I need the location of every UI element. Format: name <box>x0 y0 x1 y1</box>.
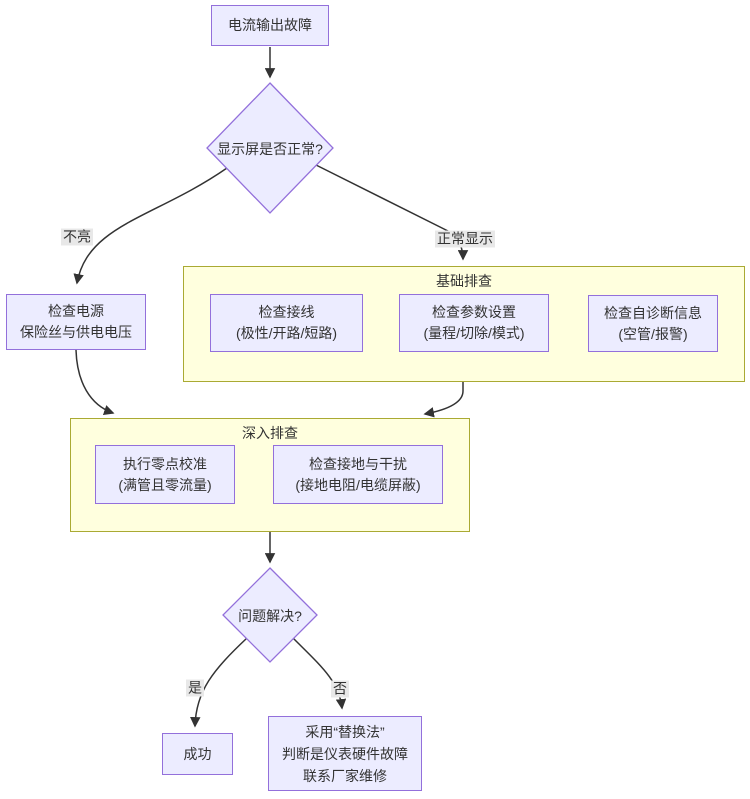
edge-label-normal: 正常显示 <box>435 230 495 248</box>
node-display-check-label: 显示屏是否正常? <box>217 141 323 157</box>
node-check-grounding-line2: (接地电阻/电缆屏蔽) <box>295 476 421 493</box>
node-check-wiring-line2: (极性/开路/短路) <box>235 325 338 341</box>
node-problem-solved-label: 问题解决? <box>238 608 302 624</box>
node-check-params: 检查参数设置 (量程/切除/模式) <box>399 294 549 352</box>
node-replacement-line3: 联系厂家维修 <box>303 767 387 784</box>
node-check-power: 检查电源 保险丝与供电电压 <box>6 294 146 350</box>
edge-problem-solved-to-success <box>190 637 248 728</box>
node-check-diagnostics: 检查自诊断信息 (空管/报警) <box>588 295 718 352</box>
problem-solved-diamond-shape <box>222 567 318 663</box>
edge-display-check-to-power <box>73 167 228 285</box>
node-check-params-line1: 检查参数设置 <box>432 304 516 320</box>
node-success: 成功 <box>162 733 233 775</box>
node-replacement-line1: 采用“替换法” <box>305 723 385 740</box>
edge-basic-to-deep <box>423 382 464 418</box>
node-check-wiring: 检查接线 (极性/开路/短路) <box>210 294 363 352</box>
node-zero-calibration-line1: 执行零点校准 <box>123 455 207 472</box>
node-check-power-line1: 检查电源 <box>48 303 104 319</box>
node-check-diagnostics-line2: (空管/报警) <box>618 325 688 342</box>
node-check-grounding: 检查接地与干扰 (接地电阻/电缆屏蔽) <box>273 445 443 504</box>
edge-problem-solved-to-replacement <box>292 637 347 710</box>
node-check-power-line2: 保险丝与供电电压 <box>20 324 132 340</box>
edge-label-yes: 是 <box>186 679 204 697</box>
node-zero-calibration-line2: (满管且零流量) <box>118 476 212 493</box>
node-check-params-line2: (量程/切除/模式) <box>423 325 525 341</box>
node-zero-calibration: 执行零点校准 (满管且零流量) <box>95 445 235 504</box>
node-check-wiring-line1: 检查接线 <box>258 304 315 320</box>
cluster-deep-checks-title: 深入排查 <box>242 425 298 441</box>
node-start-label: 电流输出故障 <box>228 17 312 33</box>
edge-power-to-deep <box>75 349 115 416</box>
node-check-grounding-line1: 检查接地与干扰 <box>309 455 407 472</box>
node-check-diagnostics-line1: 检查自诊断信息 <box>604 304 702 321</box>
edge-label-no: 否 <box>331 680 349 698</box>
node-replacement-line2: 判断是仪表硬件故障 <box>282 745 408 762</box>
edge-label-off: 不亮 <box>61 228 93 246</box>
node-success-label: 成功 <box>183 745 212 762</box>
node-replacement: 采用“替换法” 判断是仪表硬件故障 联系厂家维修 <box>268 716 422 791</box>
display-check-diamond-shape <box>206 82 334 214</box>
cluster-basic-checks-title: 基础排查 <box>436 273 492 289</box>
node-start: 电流输出故障 <box>211 5 329 46</box>
